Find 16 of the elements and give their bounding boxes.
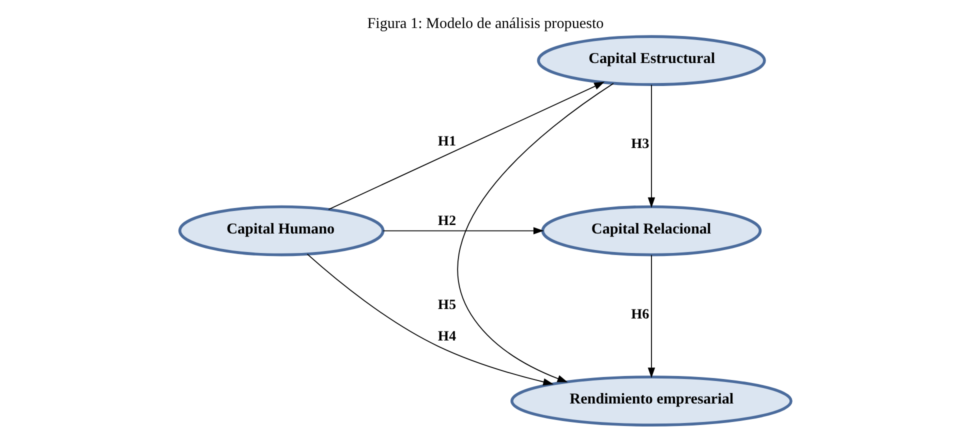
arrow <box>457 82 614 382</box>
edge-label: H2 <box>438 213 456 230</box>
arrow <box>328 82 605 210</box>
arrow <box>648 254 656 378</box>
node-ellipse: Capital Estructural <box>537 35 766 86</box>
arrow <box>648 84 656 208</box>
edge-label: H3 <box>631 136 650 152</box>
edge-label: H1 <box>438 134 456 150</box>
arrow <box>306 254 554 386</box>
arrow <box>382 227 544 234</box>
edge-label: H5 <box>438 296 456 313</box>
edge-label: H6 <box>631 306 650 322</box>
node-ellipse: Capital Relacional <box>541 205 762 256</box>
diagram-title: Figura 1: Modelo de análisis propuesto <box>367 16 604 32</box>
edge-label: H4 <box>438 328 456 344</box>
node-ellipse: Capital Humano <box>178 205 384 256</box>
